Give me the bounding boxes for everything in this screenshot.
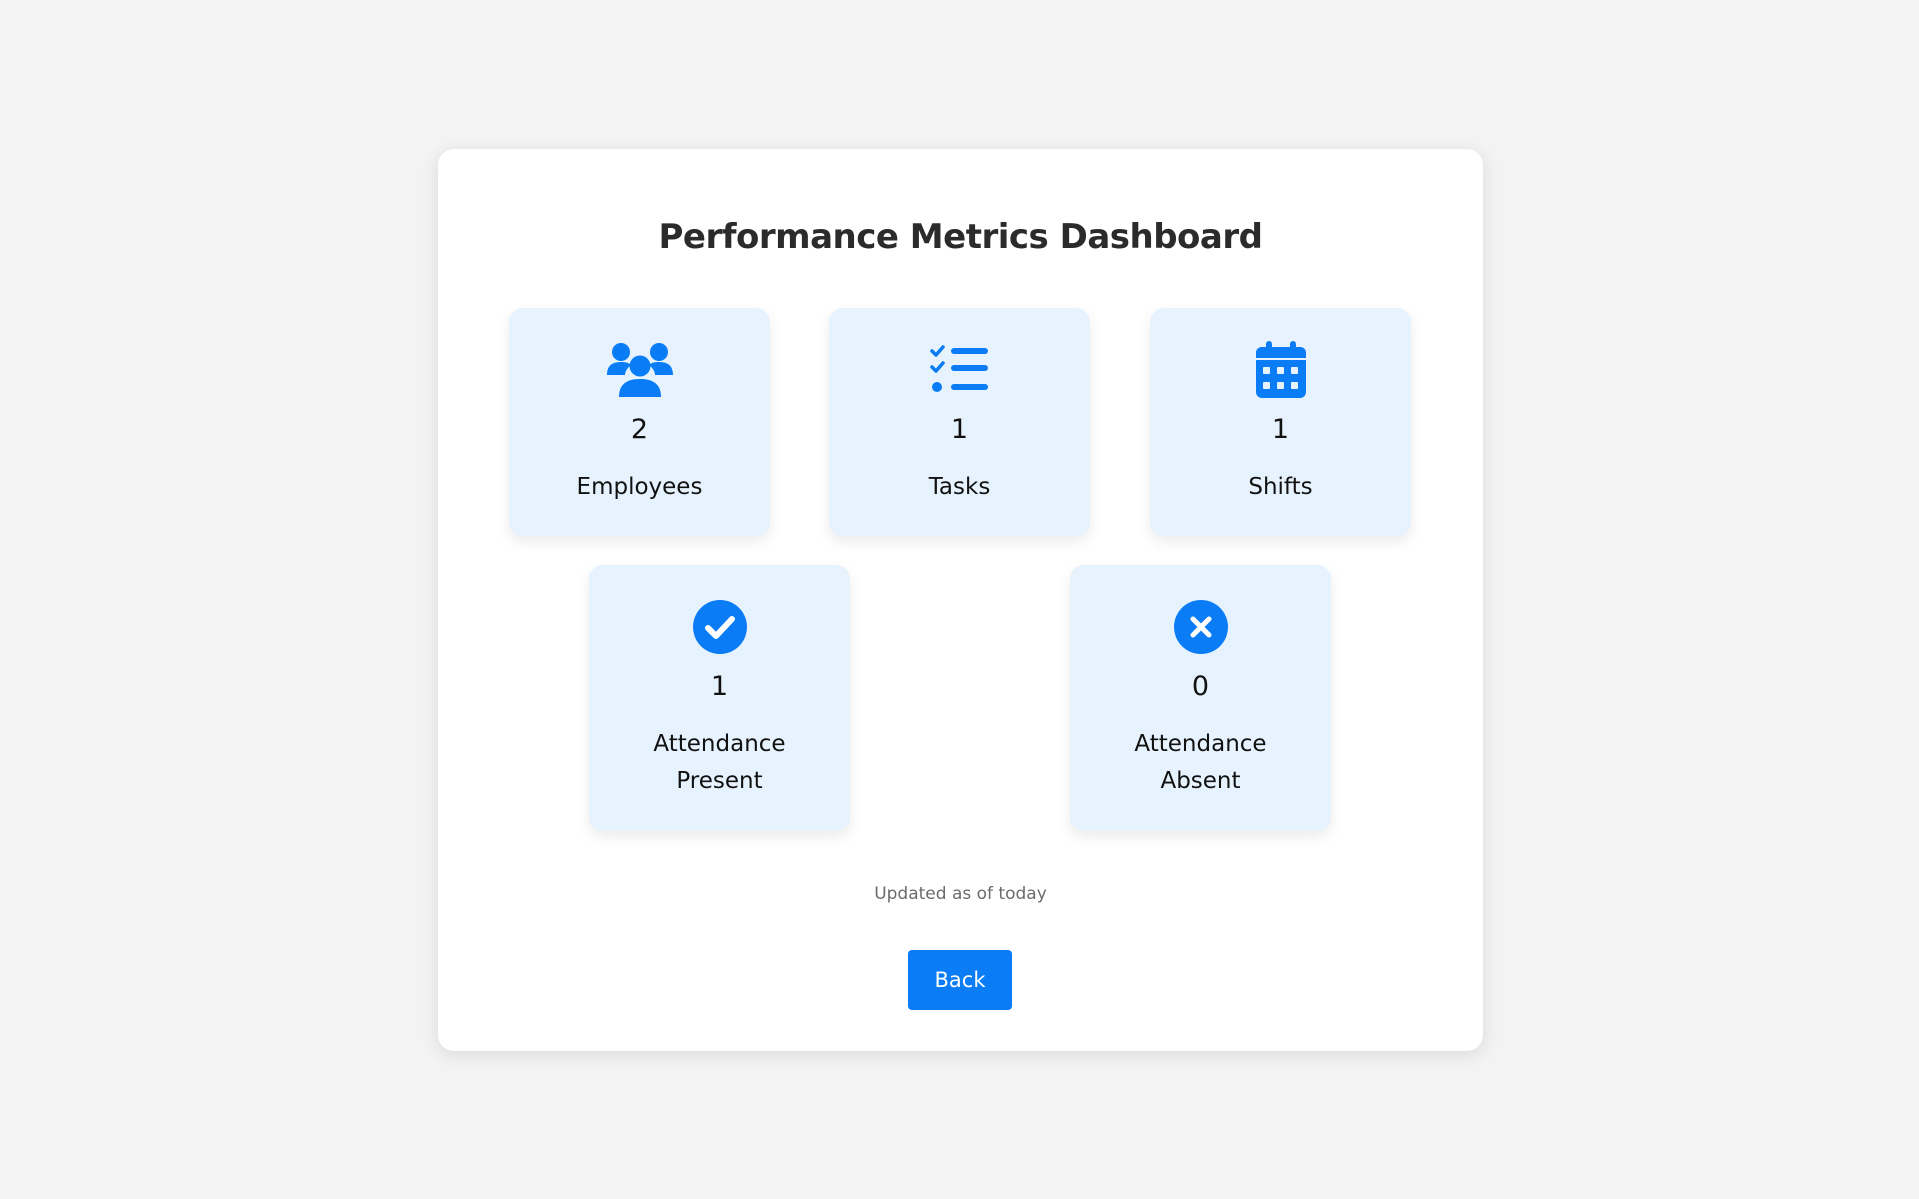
task-list-icon (829, 341, 1090, 399)
metric-value: 1 (1271, 414, 1290, 445)
metric-label: Shifts (1248, 474, 1313, 500)
metric-value: 0 (1191, 671, 1210, 702)
x-circle-icon (1070, 598, 1331, 656)
metric-value: 1 (950, 414, 969, 445)
metric-value: 2 (630, 414, 649, 445)
dashboard-panel: Performance Metrics Dashboard 2 Employee… (438, 149, 1483, 1051)
metric-label: Attendance Present (653, 731, 786, 794)
metric-card-attendance-absent: 0 Attendance Absent (1070, 565, 1331, 831)
metric-label: Attendance Absent (1134, 731, 1267, 794)
metric-value: 1 (710, 671, 729, 702)
updated-timestamp: Updated as of today (874, 884, 1047, 904)
users-icon (509, 341, 770, 399)
page-title: Performance Metrics Dashboard (658, 217, 1263, 257)
check-circle-icon (589, 598, 850, 656)
metric-card-attendance-present: 1 Attendance Present (589, 565, 850, 831)
metric-label: Tasks (928, 474, 991, 500)
back-button[interactable]: Back (908, 950, 1012, 1010)
calendar-icon (1150, 341, 1411, 399)
metric-label: Employees (576, 474, 703, 500)
metric-card-shifts: 1 Shifts (1150, 308, 1411, 536)
metric-card-employees: 2 Employees (509, 308, 770, 536)
metric-card-tasks: 1 Tasks (829, 308, 1090, 536)
